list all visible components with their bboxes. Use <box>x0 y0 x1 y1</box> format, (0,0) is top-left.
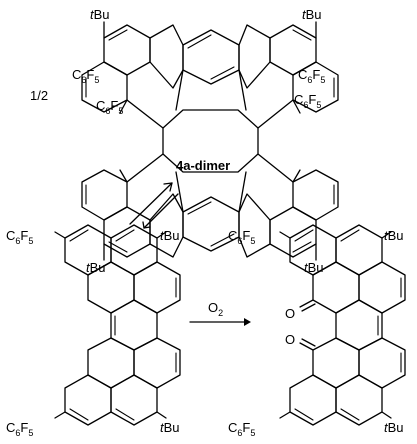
tbu-label: tBu <box>384 228 404 243</box>
tbu-label: tBu <box>304 260 324 275</box>
c6f5-label: C6F5 <box>228 228 255 246</box>
equilibrium-arrows <box>129 182 179 229</box>
tbu-label: tBu <box>302 7 322 22</box>
c6f5-label: C6F5 <box>6 228 33 246</box>
tbu-label: tBu <box>384 420 404 435</box>
fraction-label: 1/2 <box>30 88 48 103</box>
o2-reagent-label: O2 <box>208 300 223 318</box>
c6f5-label: C6F5 <box>294 92 321 110</box>
c6f5-label: C6F5 <box>6 420 33 438</box>
reaction-arrow <box>189 318 251 326</box>
dimer-structure <box>81 21 339 261</box>
tbu-label: tBu <box>90 7 110 22</box>
c6f5-label: C6F5 <box>228 420 255 438</box>
product-structure <box>279 224 406 426</box>
tbu-label: tBu <box>160 420 180 435</box>
dimer-compound-label: 4a-dimer <box>176 158 230 173</box>
tbu-label: tBu <box>86 260 106 275</box>
carbonyl-oxygen-label: O <box>285 332 295 347</box>
monomer-structure <box>54 224 181 426</box>
c6f5-label: C6F5 <box>298 67 325 85</box>
c6f5-label: C6F5 <box>72 67 99 85</box>
carbonyl-oxygen-label: O <box>285 306 295 321</box>
tbu-label: tBu <box>160 228 180 243</box>
c6f5-label: C6F5 <box>96 98 123 116</box>
